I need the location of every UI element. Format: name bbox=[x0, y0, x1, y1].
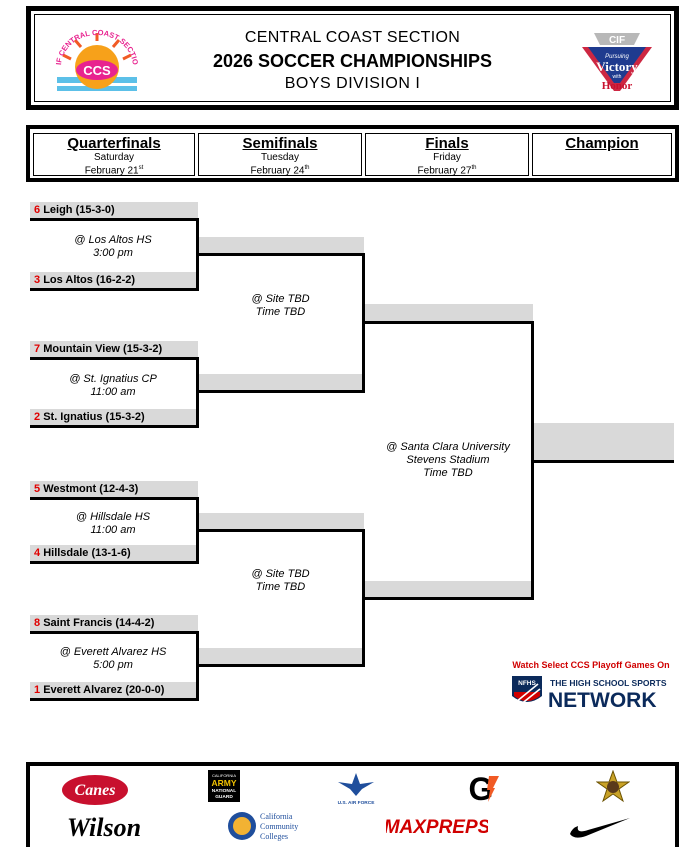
round-quarterfinals: Quarterfinals Saturday February 21st bbox=[33, 133, 195, 176]
round-headers: Quarterfinals Saturday February 21st Sem… bbox=[26, 125, 679, 182]
bracket-line bbox=[196, 253, 364, 256]
svg-text:THE HIGH SCHOOL SPORTS: THE HIGH SCHOOL SPORTS bbox=[550, 678, 667, 688]
svg-text:Canes: Canes bbox=[75, 782, 116, 799]
team-slot: 5 Westmont (12-4-3) bbox=[30, 481, 198, 497]
army-national-guard-logo[interactable]: CALIFORNIA ARMY NATIONAL GUARD bbox=[208, 770, 240, 802]
team-slot: 6 Leigh (15-3-0) bbox=[30, 202, 198, 218]
bracket-line bbox=[30, 288, 198, 291]
bracket-line bbox=[362, 597, 533, 600]
header-banner: CCS CIF CENTRAL COAST SECTION CENTRAL CO… bbox=[26, 6, 679, 110]
nfhs-network-logo[interactable]: NFHS THE HIGH SCHOOL SPORTS NETWORK bbox=[510, 672, 674, 712]
gatorade-logo[interactable]: G bbox=[468, 770, 500, 804]
svg-text:Community: Community bbox=[260, 822, 298, 831]
round-champion: Champion bbox=[532, 133, 672, 176]
team-slot: 2 St. Ignatius (15-3-2) bbox=[30, 409, 198, 425]
bracket-line bbox=[531, 460, 674, 463]
round-finals: Finals Friday February 27th bbox=[365, 133, 529, 176]
round-semifinals: Semifinals Tuesday February 24th bbox=[198, 133, 362, 176]
team-slot: 1 Everett Alvarez (20-0-0) bbox=[30, 682, 198, 698]
bracket-line bbox=[30, 698, 198, 701]
svg-text:NFHS: NFHS bbox=[518, 680, 536, 687]
svg-text:GUARD: GUARD bbox=[215, 794, 233, 800]
maxpreps-logo[interactable]: MAXPREPS bbox=[386, 812, 488, 840]
svg-text:Honor: Honor bbox=[602, 80, 633, 92]
finalist-slot bbox=[365, 581, 533, 598]
svg-text:Wilson: Wilson bbox=[67, 813, 141, 842]
svg-text:NATIONAL: NATIONAL bbox=[212, 788, 236, 794]
svg-text:U.S. AIR FORCE: U.S. AIR FORCE bbox=[338, 800, 376, 806]
bracket-line bbox=[196, 664, 364, 667]
svg-text:with: with bbox=[613, 74, 622, 80]
svg-text:ARMY: ARMY bbox=[211, 778, 236, 788]
svg-text:Colleges: Colleges bbox=[260, 832, 288, 841]
svg-text:CALIFORNIA: CALIFORNIA bbox=[212, 773, 236, 778]
canes-logo[interactable]: Canes bbox=[60, 772, 130, 808]
team-slot: 8 Saint Francis (14-4-2) bbox=[30, 615, 198, 631]
bracket-line bbox=[30, 497, 198, 500]
championship-title: 2026 SOCCER CHAMPIONSHIPS bbox=[212, 51, 493, 71]
svg-text:Pursuing: Pursuing bbox=[605, 54, 629, 60]
nike-swoosh-logo[interactable] bbox=[568, 814, 632, 840]
ccs-logo: CCS CIF CENTRAL COAST SECTION bbox=[47, 27, 140, 91]
bracket-line bbox=[362, 321, 533, 324]
svg-text:Victory: Victory bbox=[596, 59, 638, 74]
bracket-line bbox=[30, 631, 198, 634]
semifinal-slot bbox=[199, 374, 364, 390]
semifinal-slot bbox=[199, 237, 364, 253]
bracket-line bbox=[196, 529, 364, 532]
svg-text:California: California bbox=[260, 812, 293, 821]
cif-logo-text: CIF bbox=[609, 35, 625, 46]
semifinal-slot bbox=[199, 648, 364, 664]
semifinal-slot bbox=[199, 513, 364, 529]
team-slot: 7 Mountain View (15-3-2) bbox=[30, 341, 198, 357]
bracket-line bbox=[30, 425, 198, 428]
bracket-line bbox=[196, 390, 364, 393]
cif-victory-honor-logo: CIF Pursuing Victory with Honor bbox=[582, 33, 652, 92]
division-title: BOYS DIVISION I bbox=[284, 75, 421, 92]
team-slot: 4 Hillsdale (13-1-6) bbox=[30, 545, 198, 561]
sheriff-star-logo[interactable] bbox=[596, 770, 630, 804]
bracket-line bbox=[30, 357, 198, 360]
sponsor-bar: Canes CALIFORNIA ARMY NATIONAL GUARD U.S… bbox=[26, 762, 679, 847]
ccs-logo-text: CCS bbox=[83, 63, 111, 78]
champion-slot bbox=[534, 423, 674, 460]
california-community-colleges-logo[interactable]: California Community Colleges bbox=[226, 808, 316, 844]
team-slot: 3 Los Altos (16-2-2) bbox=[30, 272, 198, 288]
bracket-line bbox=[30, 218, 198, 221]
watch-promo-text: Watch Select CCS Playoff Games On bbox=[512, 660, 670, 670]
us-air-force-logo[interactable]: U.S. AIR FORCE bbox=[334, 770, 378, 806]
finalist-slot bbox=[365, 304, 533, 321]
section-title: CENTRAL COAST SECTION bbox=[244, 29, 461, 46]
final-venue: @ Santa Clara University Stevens Stadium… bbox=[386, 441, 510, 479]
svg-text:MAXPREPS: MAXPREPS bbox=[386, 817, 488, 838]
bracket-line bbox=[30, 561, 198, 564]
wilson-logo[interactable]: Wilson bbox=[54, 812, 154, 842]
svg-text:NETWORK: NETWORK bbox=[548, 689, 657, 712]
